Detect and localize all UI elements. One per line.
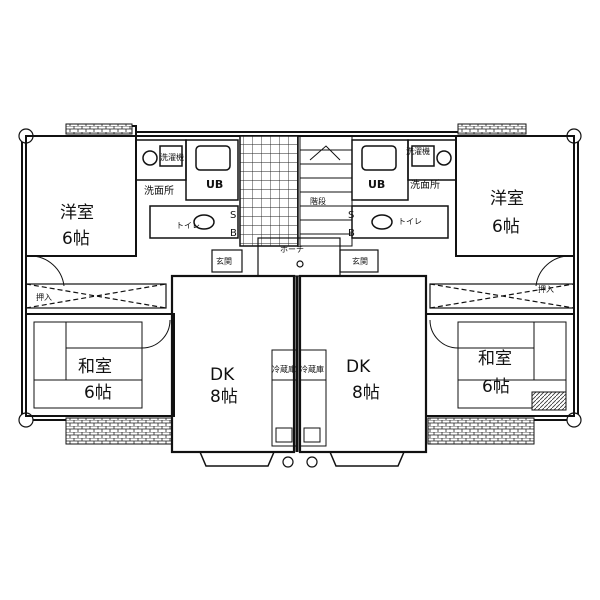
left-ub-label: UB xyxy=(206,178,223,191)
left-b-label: B xyxy=(230,228,237,239)
left-western-door xyxy=(29,255,65,287)
right-kitchen-counter xyxy=(299,349,327,447)
left-bottom-balcony xyxy=(65,417,173,445)
left-dk-size: 8帖 xyxy=(210,387,238,407)
left-japanese-size: 6帖 xyxy=(84,383,112,403)
right-top-balcony xyxy=(457,123,527,135)
left-wet-area xyxy=(135,139,239,239)
left-japanese-door xyxy=(141,319,171,349)
right-bottom-balcony xyxy=(427,417,535,445)
left-entrance-label: 玄関 xyxy=(216,256,232,266)
right-b-label: B xyxy=(348,228,355,239)
right-japanese-door xyxy=(429,319,459,349)
right-washroom-label: 洗面所 xyxy=(410,179,440,191)
right-western-name: 洋室 xyxy=(490,189,524,209)
porch-label: ホーチ xyxy=(280,245,304,254)
left-entrance xyxy=(211,249,243,273)
right-entrance-label: 玄関 xyxy=(352,256,368,266)
left-dk-name: DK xyxy=(210,365,235,385)
left-closet-label: 押入 xyxy=(36,292,52,302)
right-fridge-label: 冷蔵庫 xyxy=(300,364,324,374)
right-dk-size: 8帖 xyxy=(352,383,380,403)
right-washer-label: 洗濯機 xyxy=(406,146,430,156)
right-western-size: 6帖 xyxy=(492,217,520,237)
right-japanese-name: 和室 xyxy=(478,349,512,369)
left-western-room xyxy=(25,135,137,257)
right-japanese-tatami xyxy=(457,321,567,409)
left-toilet-label: トイレ xyxy=(176,221,200,230)
corridor-tiles xyxy=(239,135,299,247)
right-closet xyxy=(429,283,575,309)
right-ub-label: UB xyxy=(368,178,385,191)
left-washroom-label: 洗面所 xyxy=(144,185,174,197)
left-japanese-tatami xyxy=(33,321,143,409)
left-dk-room xyxy=(170,274,296,454)
left-fridge-label: 冷蔵庫 xyxy=(272,364,296,374)
stairs-label: 階段 xyxy=(310,196,326,206)
right-japanese-size: 6帖 xyxy=(482,377,510,397)
left-kitchen-counter xyxy=(271,349,297,447)
left-washer-label: 洗濯機 xyxy=(160,152,184,162)
left-western-size: 6帖 xyxy=(62,229,90,249)
right-closet-label: 押入 xyxy=(538,284,554,294)
left-japanese-name: 和室 xyxy=(78,357,112,377)
right-western-door xyxy=(535,255,571,287)
right-dk-name: DK xyxy=(346,357,371,377)
right-western-room xyxy=(455,135,575,257)
left-closet xyxy=(25,283,167,309)
left-japanese-room xyxy=(25,313,175,417)
left-s-label: S xyxy=(230,210,236,221)
right-s-label: S xyxy=(348,210,354,221)
left-top-balcony xyxy=(65,123,133,135)
right-japanese-hatch xyxy=(531,391,567,411)
left-western-name: 洋室 xyxy=(60,203,94,223)
right-toilet-label: トイレ xyxy=(398,217,422,226)
bay-windows xyxy=(199,451,405,467)
stairs xyxy=(299,135,353,247)
